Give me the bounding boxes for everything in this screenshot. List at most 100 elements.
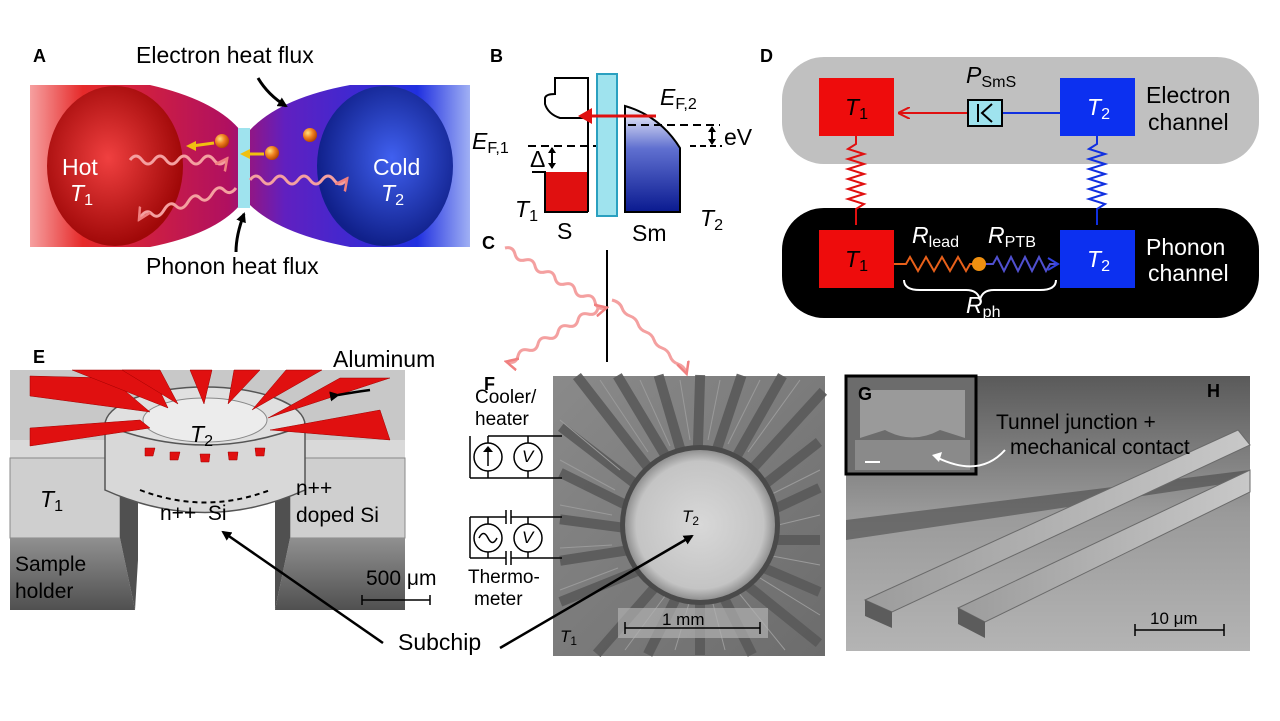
ef2-symbol: E: [660, 84, 676, 110]
d-t2p-subscript: 2: [1101, 257, 1111, 276]
d-t2-phonon-label: T2: [1087, 246, 1111, 276]
cold-reservoir: [317, 86, 453, 246]
b-t2-subscript: 2: [714, 216, 724, 235]
spring-blue: [1085, 136, 1109, 225]
t2-symbol: T: [381, 180, 396, 206]
pointer-arrow-icon: [937, 449, 1006, 468]
left-holder: [10, 538, 135, 610]
d-t1-subscript: 1: [859, 105, 869, 124]
tunnel-junction-label-1: Tunnel junction +: [996, 411, 1156, 434]
rlead-symbol: R: [912, 222, 929, 248]
panel-label-e: E: [33, 347, 46, 367]
sample-holder-label-1: Sample: [15, 553, 87, 576]
t2-subscript: 2: [395, 191, 405, 210]
e-t1-symbol: T: [40, 486, 55, 512]
delta-label: Δ: [530, 146, 546, 172]
rlead-label: Rlead: [912, 222, 959, 251]
d-t1-symbol: T: [845, 94, 860, 120]
ef2-subscript: F,2: [675, 95, 697, 114]
panel-label-f: F: [484, 374, 495, 394]
panel-label-g: G: [858, 384, 873, 404]
cooler-label-1: Cooler/: [475, 387, 537, 408]
panel-label-d: D: [760, 46, 773, 66]
e-t1-label: T1: [40, 486, 64, 516]
hot-reservoir: [47, 86, 183, 246]
rph-brace: [903, 279, 1057, 301]
wavy-arrow-icon: [508, 307, 600, 362]
sample-holder-label-2: holder: [15, 580, 74, 603]
d-t1p-symbol: T: [845, 246, 860, 272]
voltmeter-v-1: V: [522, 447, 534, 466]
chip-disk: [625, 450, 775, 600]
subchip-dash: [139, 489, 271, 504]
d-t2p-symbol: T: [1087, 246, 1102, 272]
d-t1-electron-label: T1: [845, 94, 869, 124]
psms-symbol: P: [966, 62, 982, 88]
scale-500um-label: 500 μm: [366, 567, 437, 590]
b-t1-subscript: 1: [529, 207, 539, 226]
left-block: [9, 457, 121, 539]
ef1-subscript: F,1: [487, 139, 509, 158]
wavy-arrow-icon: [128, 154, 226, 164]
pointer-arrow-icon: [234, 212, 246, 253]
tunnel-barrier: [238, 128, 250, 208]
s-fill-edge: [532, 171, 588, 213]
t1-electron-node: [819, 78, 894, 136]
voltmeter-icon: [513, 523, 543, 553]
voltmeter-icon: [513, 442, 543, 472]
pointer-arrow-head: [932, 452, 942, 462]
pointer-arrow-icon: [329, 388, 371, 402]
f-t1-subscript: 1: [570, 633, 578, 648]
npp-si-label: n++ Si: [160, 502, 227, 525]
ef1-label: EF,1: [472, 128, 509, 158]
t2-label: T2: [381, 180, 405, 210]
pointer-arrow-icon: [256, 77, 288, 108]
electron-channel-label-2: channel: [1148, 109, 1229, 135]
psms-subscript: SmS: [981, 73, 1017, 92]
sm-label: Sm: [632, 220, 667, 246]
b-t2-label: T2: [700, 207, 724, 235]
ev-label: eV: [724, 124, 753, 150]
phonon-channel-label-2: channel: [1148, 260, 1229, 286]
t1-phonon-node: [819, 230, 894, 288]
hot-label: Hot: [62, 154, 98, 180]
panel-label-a: A: [33, 46, 46, 66]
f-t2-label: T2: [682, 508, 699, 528]
sm-band: [624, 104, 681, 213]
d-t2-symbol: T: [1087, 94, 1102, 120]
e-t1-subscript: 1: [54, 497, 64, 516]
ef2-label: EF,2: [660, 84, 697, 114]
e-t2-label: T2: [190, 423, 213, 450]
ef1-symbol: E: [472, 128, 488, 154]
panel-label-h: H: [1207, 381, 1220, 401]
tunnel-barrier: [596, 73, 618, 217]
npp-doped-label-2: doped Si: [296, 504, 379, 527]
electron-ball: [303, 128, 317, 142]
panel-f-graphic: [469, 372, 828, 658]
current-source-icon: [473, 442, 503, 472]
rptb-arrow: [1047, 257, 1060, 271]
tunnel-junction-label-2: mechanical contact: [1010, 436, 1190, 459]
cooler-label-2: heater: [475, 409, 529, 430]
panel-label-c: C: [482, 233, 495, 253]
cold-label: Cold: [373, 154, 421, 180]
wavy-arrow-icon: [504, 246, 605, 309]
f-t1-label: T1: [560, 628, 577, 648]
panel-a-graphic: [30, 77, 470, 253]
rptb-subscript: PTB: [1004, 233, 1036, 252]
t1-label: T1: [70, 180, 93, 209]
f-t1-symbol: T: [560, 627, 571, 646]
rptb-label: RPTB: [988, 224, 1036, 252]
s-gap-top: [544, 77, 589, 119]
beam-right-side: [958, 608, 985, 638]
wavy-arrow-icon: [140, 186, 238, 218]
tunnel-arrow-head: [578, 108, 592, 124]
s-label: S: [557, 218, 573, 244]
beam-left-side: [865, 600, 892, 628]
t1-symbol: T: [70, 180, 85, 206]
panel-label-b: B: [490, 46, 503, 66]
d-t1-phonon-label: T1: [845, 246, 868, 275]
b-t1-label: T1: [515, 198, 539, 226]
